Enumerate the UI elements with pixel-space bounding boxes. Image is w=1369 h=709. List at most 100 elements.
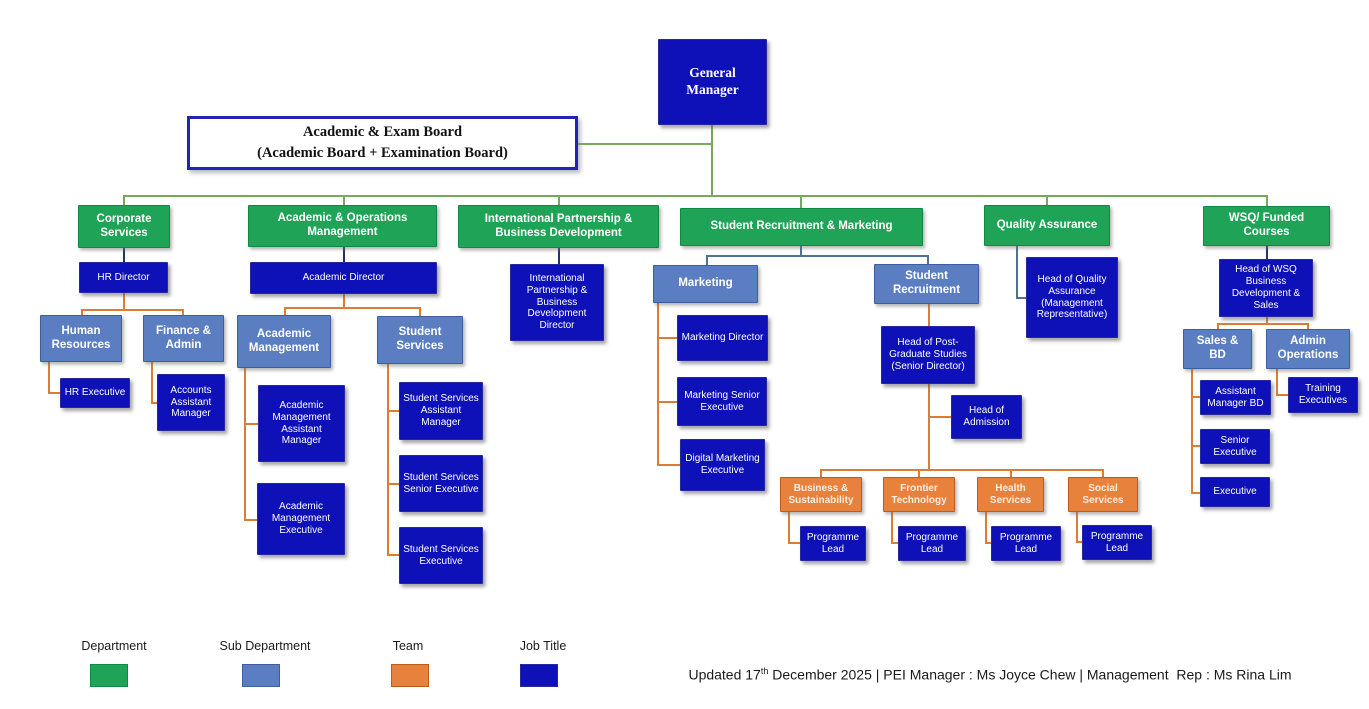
- connector-line: [928, 416, 951, 418]
- connector-line: [343, 246, 345, 263]
- academic-exam-board-title: Academic & Exam Board: [302, 123, 463, 140]
- node-head-of-quality-assurance: Head of Quality Assurance (Management Re…: [1026, 257, 1118, 338]
- connector-line: [657, 401, 677, 403]
- academic-exam-board-box: Academic & Exam Board (Academic Board + …: [187, 116, 578, 170]
- connector-line: [284, 307, 420, 309]
- node-programme-lead-social-services: Programme Lead: [1082, 525, 1152, 560]
- node-frontier-technology: Frontier Technology: [883, 477, 955, 512]
- connector-line: [81, 309, 83, 316]
- node-general-manager: General Manager: [658, 39, 767, 125]
- node-academic-operations-management: Academic & Operations Management: [248, 205, 437, 247]
- footer-prefix: Updated 17: [688, 666, 761, 683]
- connector-line: [985, 542, 992, 544]
- academic-exam-board-subtitle: (Academic Board + Examination Board): [257, 145, 508, 161]
- connector-line: [151, 361, 153, 403]
- connector-line: [657, 302, 659, 465]
- node-senior-executive: Senior Executive: [1200, 429, 1270, 464]
- connector-line: [151, 402, 158, 404]
- node-head-of-admission: Head of Admission: [951, 395, 1022, 439]
- node-student-services-assistant-manager: Student Services Assistant Manager: [399, 382, 483, 440]
- node-academic-management-assistant-manager: Academic Management Assistant Manager: [258, 385, 345, 462]
- connector-line: [928, 383, 930, 470]
- connector-line: [891, 542, 899, 544]
- node-international-partnership-bd: International Partnership & Business Dev…: [458, 205, 659, 248]
- connector-line: [706, 255, 928, 257]
- connector-line: [1102, 469, 1104, 478]
- node-marketing: Marketing: [653, 265, 758, 303]
- legend-label-team: Team: [392, 639, 424, 653]
- connector-line: [1266, 195, 1268, 207]
- connector-line: [123, 292, 125, 310]
- connector-line: [1266, 245, 1268, 260]
- connector-line: [1217, 323, 1308, 325]
- connector-line: [657, 337, 677, 339]
- footer-suffix: December 2025 | PEI Manager : Ms Joyce C…: [768, 666, 1292, 683]
- node-student-services-senior-executive: Student Services Senior Executive: [399, 455, 483, 512]
- node-student-recruitment: Student Recruitment: [874, 264, 979, 304]
- connector-line: [81, 309, 183, 311]
- connector-line: [244, 423, 259, 425]
- connector-line: [657, 464, 680, 466]
- legend-swatch-sub_department: [242, 664, 280, 687]
- connector-line: [343, 195, 345, 206]
- legend-swatch-job_title: [520, 664, 558, 687]
- node-quality-assurance: Quality Assurance: [984, 205, 1110, 246]
- connector-line: [578, 143, 712, 145]
- legend-swatch-team: [391, 664, 429, 687]
- footer-ordinal: th: [760, 666, 769, 676]
- node-hr-executive: HR Executive: [60, 378, 130, 408]
- connector-line: [558, 195, 560, 206]
- node-marketing-director: Marketing Director: [677, 315, 768, 361]
- node-accounts-assistant-manager: Accounts Assistant Manager: [157, 374, 225, 431]
- connector-line: [387, 363, 389, 555]
- node-corporate-services: Corporate Services: [78, 205, 170, 248]
- connector-line: [1191, 368, 1193, 493]
- legend-label-department: Department: [81, 639, 147, 653]
- node-marketing-senior-executive: Marketing Senior Executive: [677, 377, 767, 426]
- connector-line: [123, 195, 1267, 197]
- connector-line: [244, 519, 258, 521]
- connector-line: [48, 361, 50, 393]
- node-programme-lead-health-services: Programme Lead: [991, 526, 1061, 561]
- connector-line: [1191, 492, 1201, 494]
- connector-line: [891, 511, 893, 543]
- node-academic-management: Academic Management: [237, 315, 331, 368]
- connector-line: [123, 195, 125, 206]
- node-academic-management-executive: Academic Management Executive: [257, 483, 345, 555]
- connector-line: [1076, 541, 1083, 543]
- connector-line: [387, 410, 400, 412]
- connector-line: [928, 303, 930, 326]
- connector-line: [48, 392, 61, 394]
- connector-line: [788, 511, 790, 543]
- connector-line: [788, 542, 801, 544]
- node-human-resources: Human Resources: [40, 315, 122, 362]
- connector-line: [800, 245, 802, 256]
- legend-swatch-department: [90, 664, 128, 687]
- footer-update-note: Updated 17th December 2025 | PEI Manager…: [620, 666, 1360, 683]
- connector-line: [419, 307, 421, 317]
- connector-line: [123, 247, 125, 263]
- legend-label-sub_department: Sub Department: [219, 639, 311, 653]
- connector-line: [387, 483, 400, 485]
- connector-line: [985, 511, 987, 543]
- node-head-of-wsq-bd-sales: Head of WSQ Business Development & Sales: [1219, 259, 1313, 317]
- connector-line: [1010, 469, 1012, 478]
- node-hr-director: HR Director: [79, 262, 168, 293]
- connector-line: [927, 255, 929, 265]
- node-sales-bd: Sales & BD: [1183, 329, 1252, 369]
- connector-line: [918, 469, 920, 478]
- connector-line: [820, 469, 822, 478]
- node-student-services: Student Services: [377, 316, 463, 364]
- connector-line: [1076, 511, 1078, 542]
- node-programme-lead-business-sustainability: Programme Lead: [800, 526, 866, 561]
- connector-line: [1276, 368, 1278, 396]
- connector-line: [706, 255, 708, 266]
- connector-line: [1217, 323, 1219, 330]
- node-student-recruitment-marketing: Student Recruitment & Marketing: [680, 208, 923, 246]
- connector-line: [1191, 445, 1201, 447]
- node-executive: Executive: [1200, 477, 1270, 507]
- connector-line: [284, 307, 286, 316]
- connector-line: [244, 367, 246, 520]
- connector-line: [343, 293, 345, 308]
- node-digital-marketing-executive: Digital Marketing Executive: [680, 439, 765, 491]
